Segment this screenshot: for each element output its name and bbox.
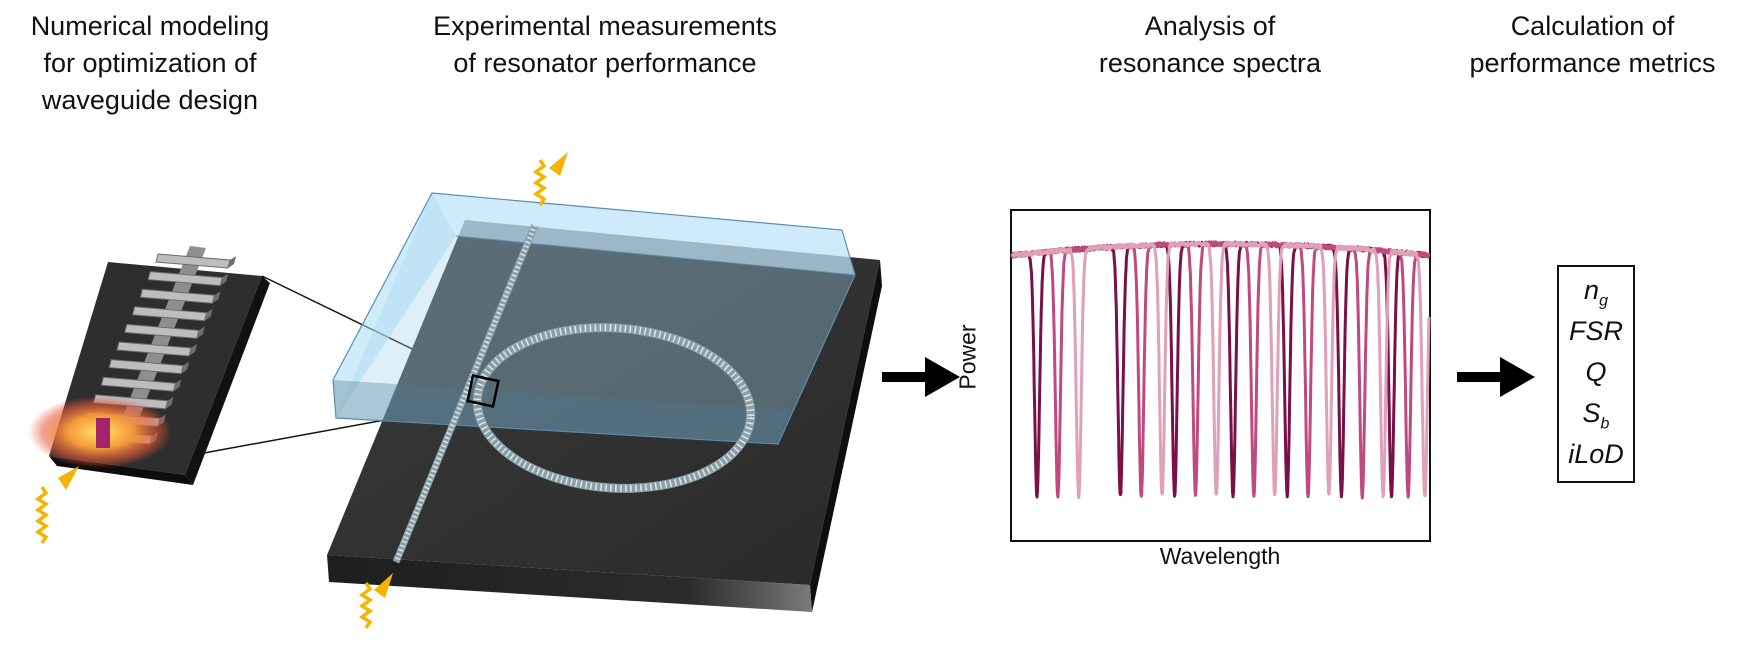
cladding-front-face	[336, 193, 855, 444]
heading-calculation-line-2: performance metrics	[1469, 48, 1716, 78]
heading-measurement-line-2: of resonator performance	[453, 48, 757, 78]
waveguide-fin-side	[181, 361, 190, 374]
cladding-edge	[455, 235, 856, 276]
waveguide-fin-side	[173, 379, 182, 392]
waveguide-fin-side	[212, 291, 221, 304]
waveguide-fin-side	[189, 344, 197, 356]
chip-top	[327, 220, 880, 585]
metrics-box: ng FSR Q Sb iLoD	[1557, 265, 1635, 483]
photon-arrow-output-chip	[532, 152, 568, 206]
waveguide-fin-side	[196, 326, 205, 339]
heading-modeling-line-1: Numerical modeling	[30, 11, 270, 41]
spectrum-series-2	[1010, 240, 1431, 500]
block-arrow-2	[1457, 357, 1535, 397]
x-axis-label: Wavelength	[1159, 543, 1281, 569]
photon-arrow-input-chip	[358, 573, 393, 629]
waveguide-fin-side	[228, 256, 236, 268]
spectrum-plot	[1010, 209, 1431, 542]
metric-sub: g	[1599, 292, 1608, 310]
metric-sub: b	[1600, 415, 1610, 433]
waveguide-fin-side	[165, 396, 174, 409]
metric-main: Q	[1585, 357, 1607, 387]
resonator-chip	[327, 192, 882, 612]
block-arrow-1	[882, 357, 960, 397]
cladding-left-face	[333, 193, 456, 418]
chip-side	[810, 260, 882, 612]
heading-analysis-line-2: resonance spectra	[1098, 48, 1322, 78]
heading-measurement-line-1: Experimental measurements	[433, 11, 777, 41]
waveguide-zoom-box	[466, 374, 500, 408]
bus-waveguide-outline	[392, 223, 539, 564]
heading-measurement: Experimental measurements of resonator p…	[395, 8, 815, 82]
spectrum-series-3	[1010, 240, 1431, 500]
metric-group-index: ng	[1559, 275, 1633, 310]
metric-main: S	[1582, 398, 1601, 428]
heading-analysis: Analysis of resonance spectra	[1050, 8, 1370, 82]
metric-main: FSR	[1569, 316, 1623, 346]
ring-resonator-ticks	[473, 324, 755, 492]
cladding-top	[432, 193, 855, 275]
heading-modeling: Numerical modeling for optimization of w…	[0, 8, 300, 119]
heading-analysis-line-1: Analysis of	[1144, 11, 1276, 41]
cladding-bottom-shade	[333, 380, 790, 444]
metric-sensitivity: Sb	[1559, 398, 1633, 433]
heading-modeling-line-3: waveguide design	[41, 85, 259, 115]
chip-front	[327, 555, 812, 612]
metric-fsr: FSR	[1559, 316, 1633, 347]
heading-calculation: Calculation of performance metrics	[1440, 8, 1745, 82]
metric-ilod: iLoD	[1559, 439, 1633, 470]
heading-calculation-line-1: Calculation of	[1510, 11, 1675, 41]
metric-main: n	[1584, 275, 1600, 305]
metric-main: iLoD	[1568, 439, 1624, 469]
y-axis-label: Power	[954, 324, 981, 390]
metric-q: Q	[1559, 357, 1633, 388]
photon-arrow-input-model	[34, 466, 79, 544]
waveguide-fin-side	[220, 273, 229, 286]
spectrum-traces	[1010, 240, 1431, 500]
model-substrate-side	[185, 276, 270, 485]
waveguide-fin-side	[204, 308, 213, 321]
cladding-outline	[332, 192, 856, 445]
waveguide-model	[28, 246, 473, 485]
heading-modeling-line-2: for optimization of	[43, 48, 257, 78]
waveguide-core-cross-section	[96, 418, 110, 448]
